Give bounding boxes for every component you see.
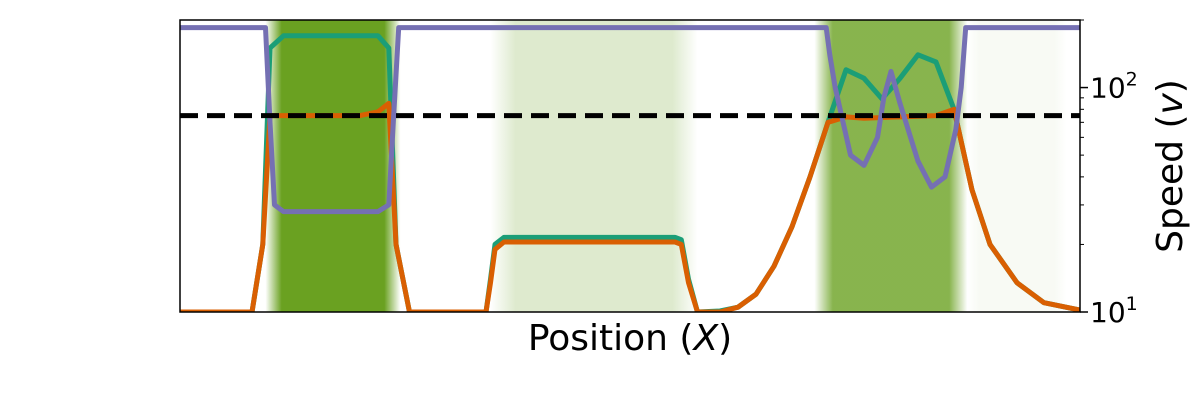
- series-line-3: [180, 25, 1080, 215]
- y-tick-label: 102: [1090, 69, 1138, 105]
- background-band: [490, 20, 698, 312]
- background-band: [967, 20, 1067, 312]
- y-tick-label: 101: [1090, 293, 1138, 329]
- x-axis-label: Position (X): [528, 318, 732, 359]
- background-band: [265, 20, 401, 312]
- y-axis: 101 102: [1080, 19, 1138, 329]
- plot-frame: [179, 19, 1081, 313]
- background-band: [814, 20, 968, 312]
- background-bands: [265, 20, 1067, 312]
- y-axis-label: Speed (v): [1150, 79, 1191, 253]
